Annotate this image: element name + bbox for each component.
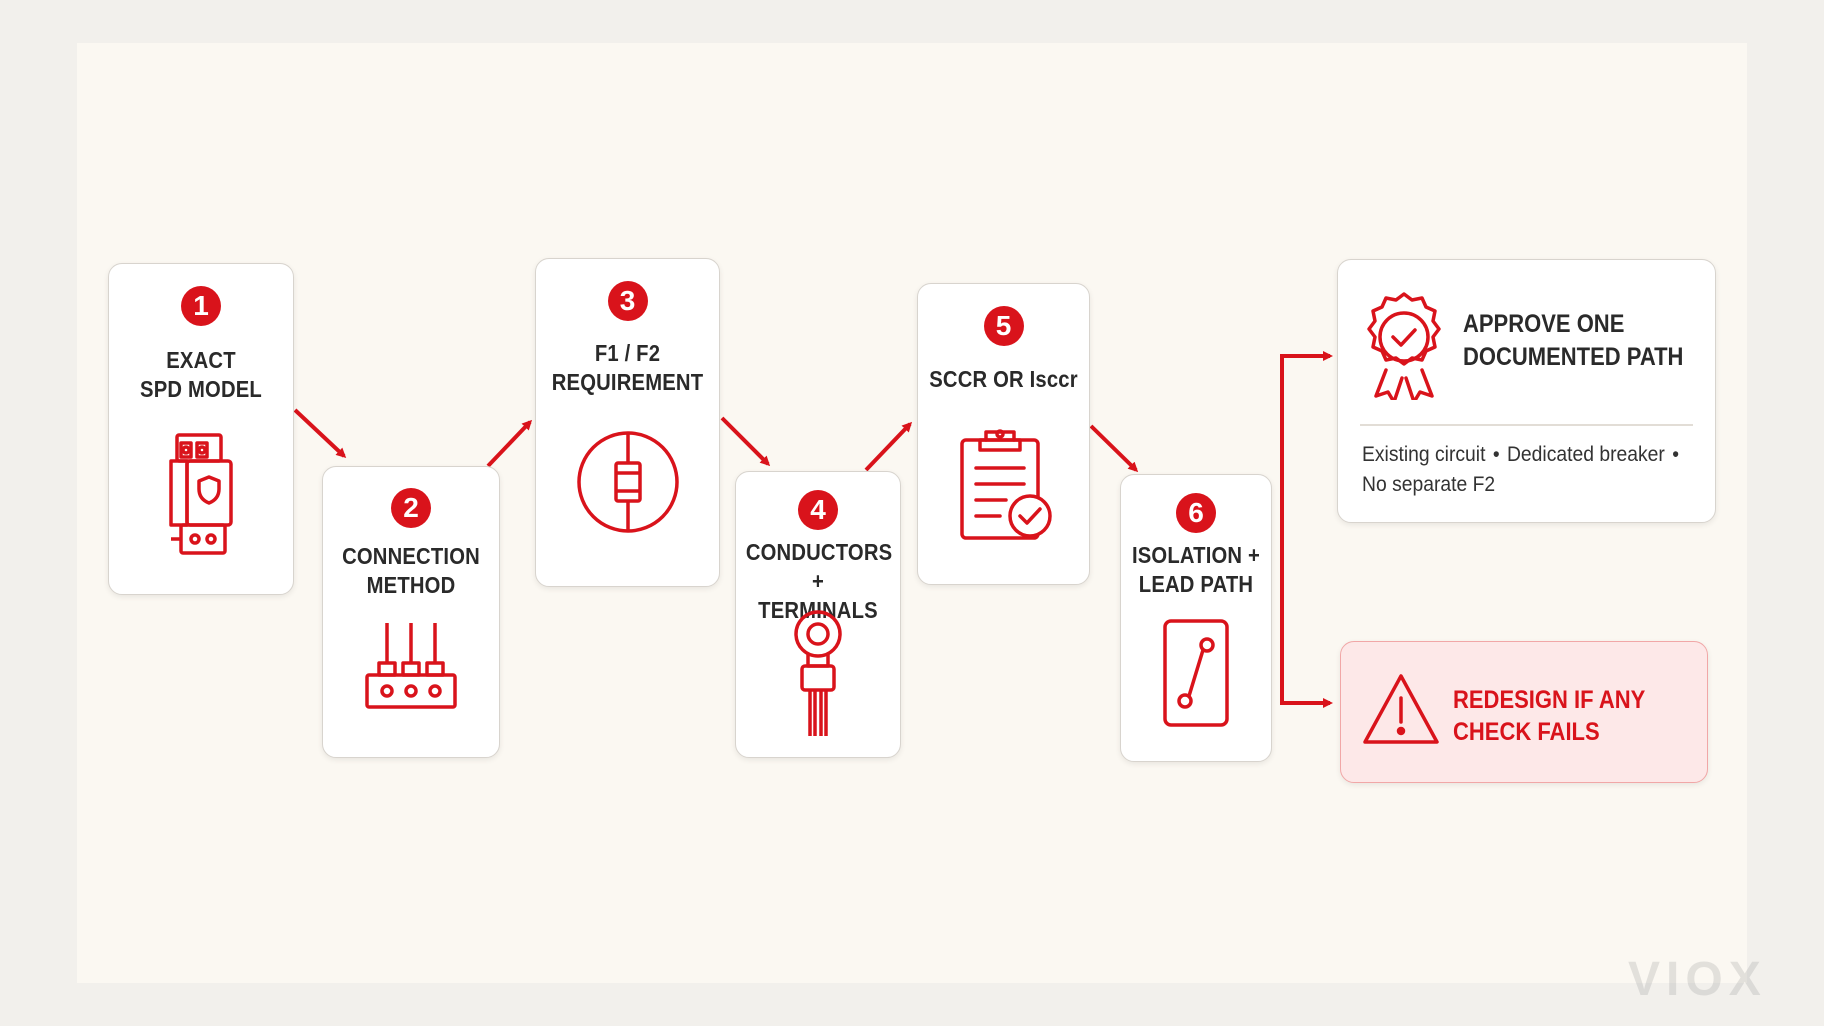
step-number-badge: 6 [1176, 493, 1216, 533]
separator-dot: • [1672, 443, 1679, 466]
approve-options-list: Existing circuit • Dedicated breaker • No se… [1362, 440, 1693, 500]
step-card-1: 1 EXACT SPD MODEL [108, 263, 294, 595]
fuse-icon [575, 429, 681, 540]
approve-option: No separate F2 [1362, 473, 1496, 496]
step-number-badge: 1 [181, 286, 221, 326]
approve-outcome-card: APPROVE ONE DOCUMENTED PATH Existing cir… [1337, 259, 1716, 523]
viox-watermark: VIOX [1628, 953, 1767, 1006]
separator-dot: • [1492, 443, 1500, 466]
step-number-badge: 3 [607, 281, 648, 321]
step-label: ISOLATION + LEAD PATH [1131, 542, 1261, 597]
divider [1360, 424, 1693, 426]
step-card-5: 5 SCCR OR Isccr [917, 283, 1090, 585]
step-label: CONNECTION METHOD [342, 543, 480, 598]
step-label: EXACT SPD MODEL [140, 347, 262, 402]
spd-device-icon [165, 429, 237, 564]
step-card-2: 2 CONNECTION METHOD [322, 466, 500, 758]
warning-triangle-icon [1361, 672, 1441, 753]
lead-path-icon [1161, 617, 1231, 734]
step-label: SCCR OR Isccr [929, 366, 1078, 392]
step-card-3: 3 F1 / F2 REQUIREMENT [535, 258, 720, 587]
step-label: F1 / F2 REQUIREMENT [551, 340, 704, 395]
step-number-badge: 5 [983, 306, 1024, 346]
approve-option: Existing circuit [1362, 443, 1486, 466]
approve-option: Dedicated breaker [1506, 443, 1665, 466]
step-number-badge: 2 [391, 488, 431, 528]
ring-terminal-icon [788, 608, 848, 745]
terminal-block-icon [361, 619, 461, 718]
step-number-badge: 4 [798, 490, 838, 530]
step-card-6: 6 ISOLATION + LEAD PATH [1120, 474, 1272, 762]
redesign-outcome-card: REDESIGN IF ANY CHECK FAILS [1340, 641, 1708, 783]
clipboard-check-icon [954, 424, 1054, 549]
approve-title: APPROVE ONE DOCUMENTED PATH [1463, 310, 1684, 371]
step-card-4: 4 CONDUCTORS + TERMINALS [735, 471, 901, 758]
step-label: CONDUCTORS + TERMINALS [745, 539, 893, 623]
award-badge-icon [1362, 290, 1446, 405]
redesign-title: REDESIGN IF ANY CHECK FAILS [1453, 686, 1646, 746]
